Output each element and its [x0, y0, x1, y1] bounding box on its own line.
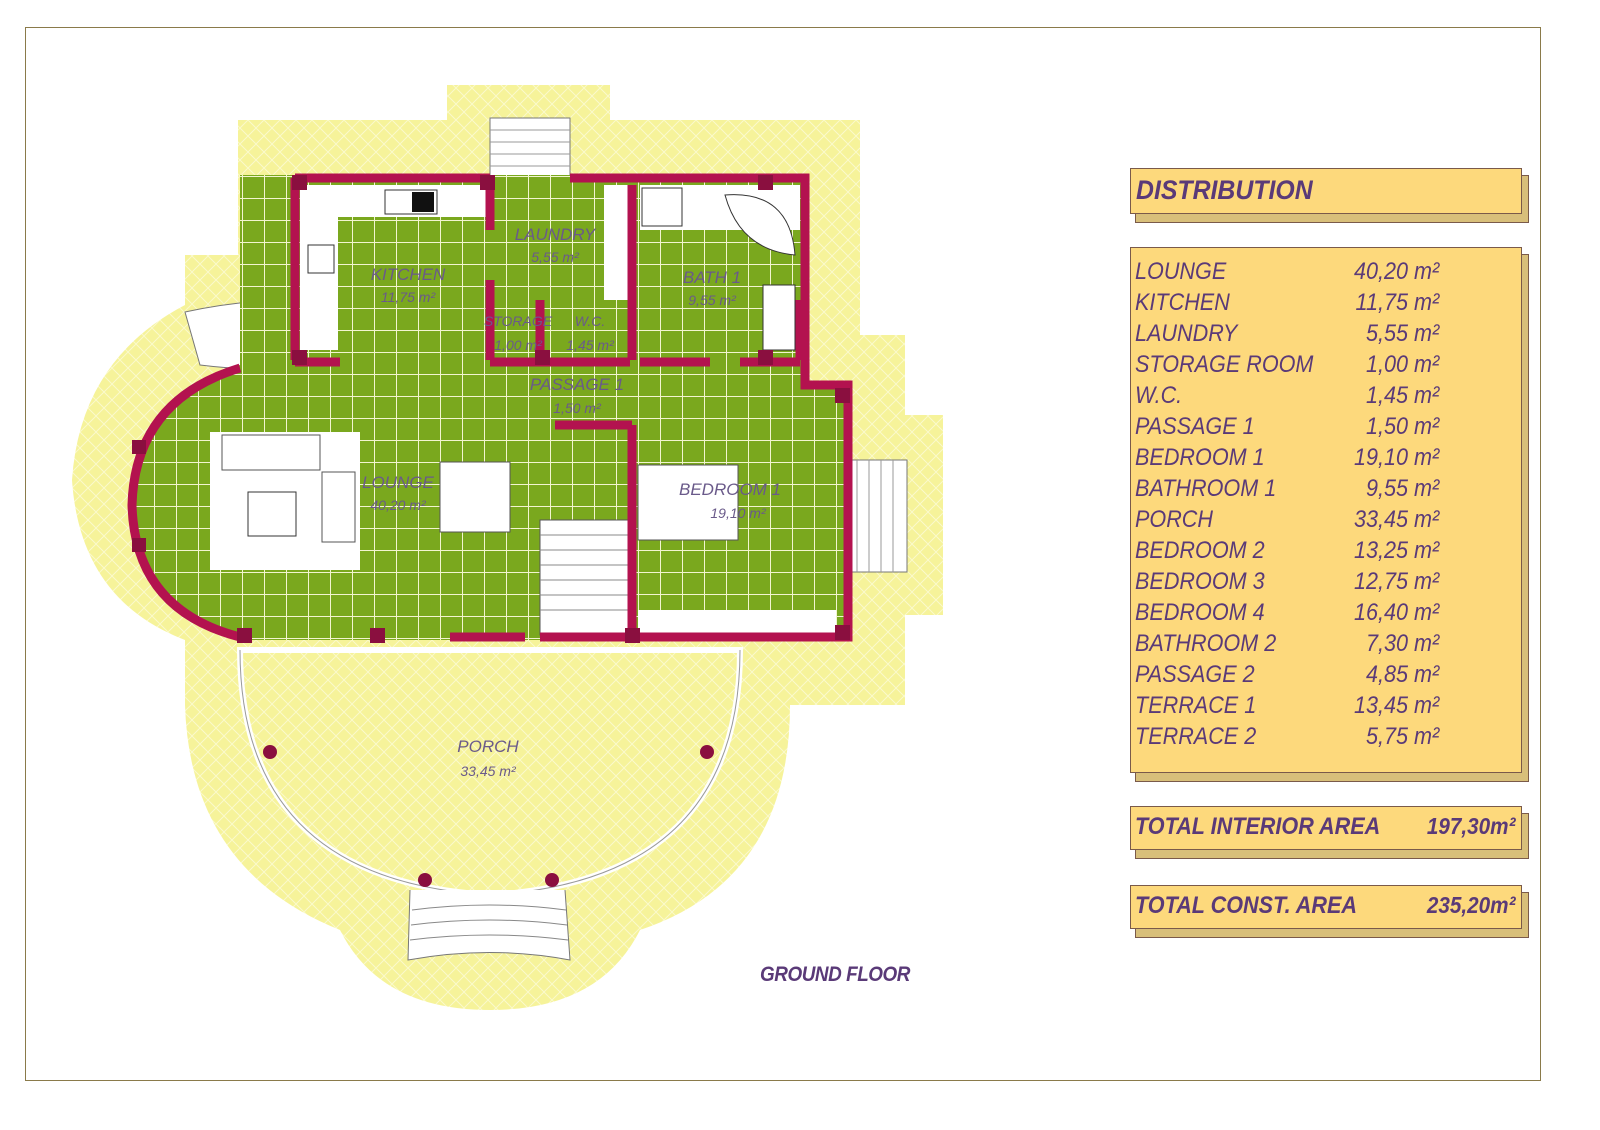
room-name: PASSAGE 2: [1135, 661, 1255, 688]
distribution-header: DISTRIBUTION: [1130, 168, 1522, 214]
room-label-porch: PORCH: [457, 737, 519, 756]
room-label-bath-1: BATH 1: [683, 268, 741, 287]
distribution-row: TERRACE 1 13,45 m²: [1135, 692, 1439, 723]
room-label-passage-1: PASSAGE 1: [530, 375, 624, 394]
room-label-lounge: LOUNGE: [362, 473, 434, 492]
room-name: PASSAGE 1: [1135, 413, 1255, 440]
distribution-row: LOUNGE 40,20 m²: [1135, 258, 1439, 289]
room-area: 5,75 m²: [1365, 723, 1440, 750]
distribution-row: BEDROOM 4 16,40 m²: [1135, 599, 1439, 630]
room-area: 1,50 m²: [1365, 413, 1440, 440]
room-area: 1,00 m²: [1365, 351, 1440, 378]
room-name: BEDROOM 3: [1135, 568, 1265, 595]
right-stairs: [844, 459, 908, 573]
room-area-passage-1: 1,50 m²: [553, 400, 602, 416]
room-name: PORCH: [1135, 506, 1214, 533]
total-const-value: 235,20m²: [1426, 892, 1515, 918]
distribution-row: STORAGE ROOM 1,00 m²: [1135, 351, 1439, 382]
room-area: 13,25 m²: [1353, 537, 1440, 564]
top-stairs: [489, 117, 571, 179]
room-area-bedroom-1: 19,10 m²: [710, 505, 767, 521]
room-area: 13,45 m²: [1353, 692, 1440, 719]
total-interior-value: 197,30m²: [1426, 813, 1515, 839]
room-area-bath-1: 9,55 m²: [688, 292, 737, 308]
distribution-row: PASSAGE 1 1,50 m²: [1135, 413, 1439, 444]
total-const-label: TOTAL CONST. AREA: [1135, 892, 1358, 919]
distribution-row: KITCHEN 11,75 m²: [1135, 289, 1439, 320]
distribution-row: BATHROOM 2 7,30 m²: [1135, 630, 1439, 661]
room-area: 5,55 m²: [1365, 320, 1440, 347]
total-interior-label: TOTAL INTERIOR AREA: [1135, 813, 1381, 840]
room-name: KITCHEN: [1135, 289, 1230, 316]
room-area: 16,40 m²: [1353, 599, 1440, 626]
room-name: TERRACE 1: [1135, 692, 1257, 719]
room-label-laundry: LAUNDRY: [515, 225, 597, 244]
room-label-kitchen: KITCHEN: [371, 265, 446, 284]
total-const-area: TOTAL CONST. AREA 235,20m²: [1130, 885, 1522, 929]
interior-floor: [128, 175, 850, 640]
distribution-row: LAUNDRY 5,55 m²: [1135, 320, 1439, 351]
room-label-storage: STORAGE: [484, 313, 553, 329]
distribution-row: BEDROOM 2 13,25 m²: [1135, 537, 1439, 568]
plan-title: GROUND FLOOR: [760, 963, 910, 986]
room-name: LAUNDRY: [1135, 320, 1238, 347]
room-area: 40,20 m²: [1353, 258, 1440, 285]
distribution-row: BATHROOM 1 9,55 m²: [1135, 475, 1439, 506]
room-area-laundry: 5,55 m²: [531, 249, 580, 265]
room-name: LOUNGE: [1135, 258, 1227, 285]
room-label-bedroom-1: BEDROOM 1: [679, 480, 781, 499]
walls: [127, 173, 853, 642]
distribution-list: LOUNGE 40,20 m² KITCHEN 11,75 m² LAUNDRY 5,55…: [1130, 247, 1522, 773]
distribution-row: PASSAGE 2 4,85 m²: [1135, 661, 1439, 692]
room-name: BATHROOM 1: [1135, 475, 1277, 502]
room-area-kitchen: 11,75 m²: [381, 289, 437, 305]
room-area-storage: 1,00 m²: [494, 337, 543, 353]
room-name: BEDROOM 4: [1135, 599, 1265, 626]
room-area-lounge: 40,20 m²: [370, 497, 427, 513]
room-labels: KITCHEN 11,75 m² LAUNDRY 5,55 m² BATH 1 …: [362, 225, 781, 779]
room-name: STORAGE ROOM: [1135, 351, 1314, 378]
room-name: BEDROOM 1: [1135, 444, 1265, 471]
room-area: 33,45 m²: [1353, 506, 1440, 533]
distribution-row: W.C. 1,45 m²: [1135, 382, 1439, 413]
room-area: 9,55 m²: [1365, 475, 1440, 502]
room-area-wc: 1,45 m²: [566, 337, 615, 353]
room-name: TERRACE 2: [1135, 723, 1257, 750]
distribution-row: TERRACE 2 5,75 m²: [1135, 723, 1439, 754]
room-area: 19,10 m²: [1353, 444, 1440, 471]
page-frame: [25, 27, 1541, 1081]
distribution-title: DISTRIBUTION: [1136, 175, 1313, 205]
distribution-row: BEDROOM 1 19,10 m²: [1135, 444, 1439, 475]
room-area: 12,75 m²: [1353, 568, 1440, 595]
distribution-row: BEDROOM 3 12,75 m²: [1135, 568, 1439, 599]
room-label-wc: W.C.: [575, 313, 606, 329]
distribution-row: PORCH 33,45 m²: [1135, 506, 1439, 537]
room-area: 7,30 m²: [1365, 630, 1440, 657]
room-area: 11,75 m²: [1355, 289, 1440, 316]
room-name: BATHROOM 2: [1135, 630, 1277, 657]
room-name: W.C.: [1135, 382, 1183, 409]
room-area-porch: 33,45 m²: [460, 763, 517, 779]
wall-columns: [132, 175, 850, 643]
room-area: 4,85 m²: [1365, 661, 1440, 688]
porch: [236, 647, 744, 961]
total-interior-area: TOTAL INTERIOR AREA 197,30m²: [1130, 806, 1522, 850]
room-name: BEDROOM 2: [1135, 537, 1265, 564]
room-area: 1,45 m²: [1365, 382, 1440, 409]
